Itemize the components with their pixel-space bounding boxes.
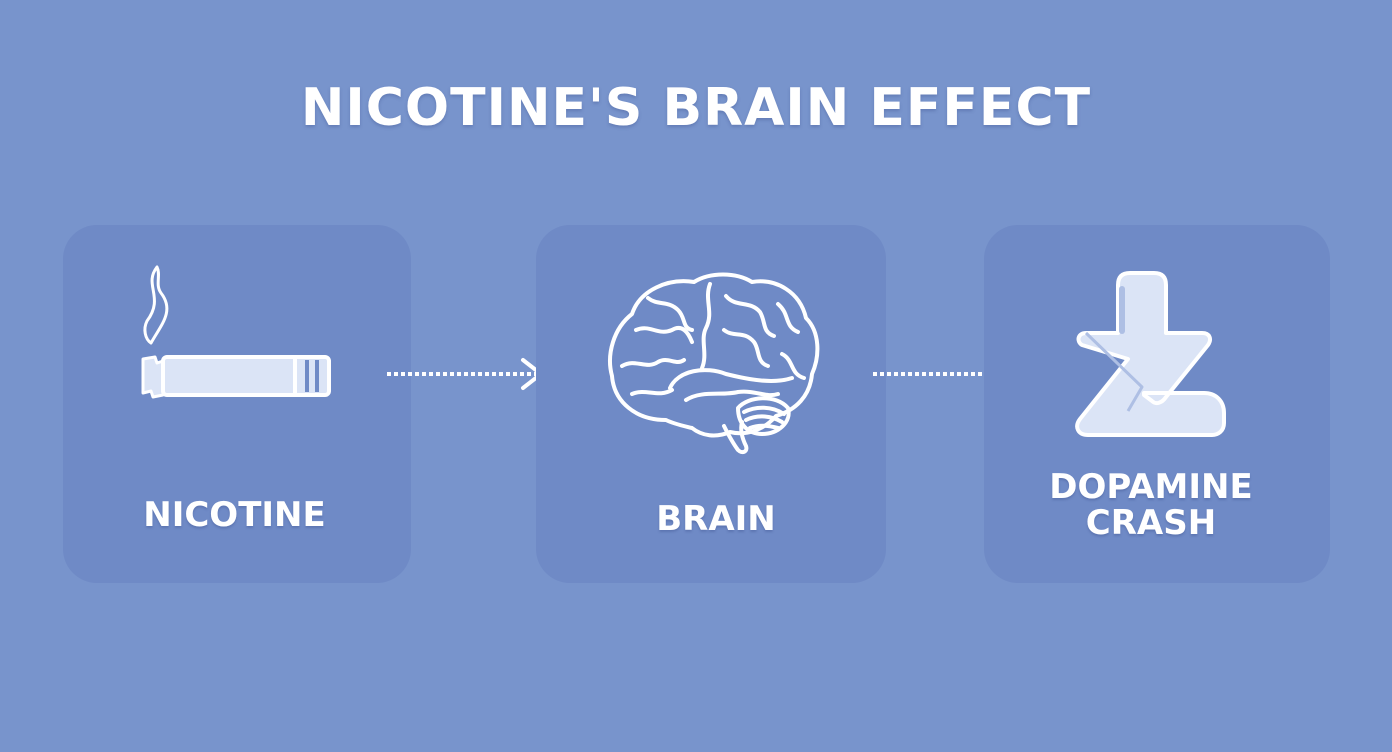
step-card-dopamine-crash: DOPAMINE CRASH [984, 225, 1330, 583]
step-label-dopamine-line: DOPAMINE [1049, 467, 1253, 507]
down-arrow-icon [1075, 271, 1226, 437]
step-label-nicotine: NICOTINE [143, 495, 326, 535]
step-card-brain: BRAIN [536, 225, 886, 583]
cigarette-icon [141, 265, 331, 399]
step-label-crash-line: CRASH [1085, 503, 1217, 543]
step-label-brain: BRAIN [656, 499, 776, 539]
step-card-nicotine: NICOTINE [63, 225, 411, 583]
diagram-title: NICOTINE'S BRAIN EFFECT [300, 78, 1092, 138]
flow-arrow-1 [387, 358, 543, 390]
step-label-dopamine-crash: DOPAMINE CRASH [984, 469, 1318, 541]
brain-icon [608, 272, 820, 455]
